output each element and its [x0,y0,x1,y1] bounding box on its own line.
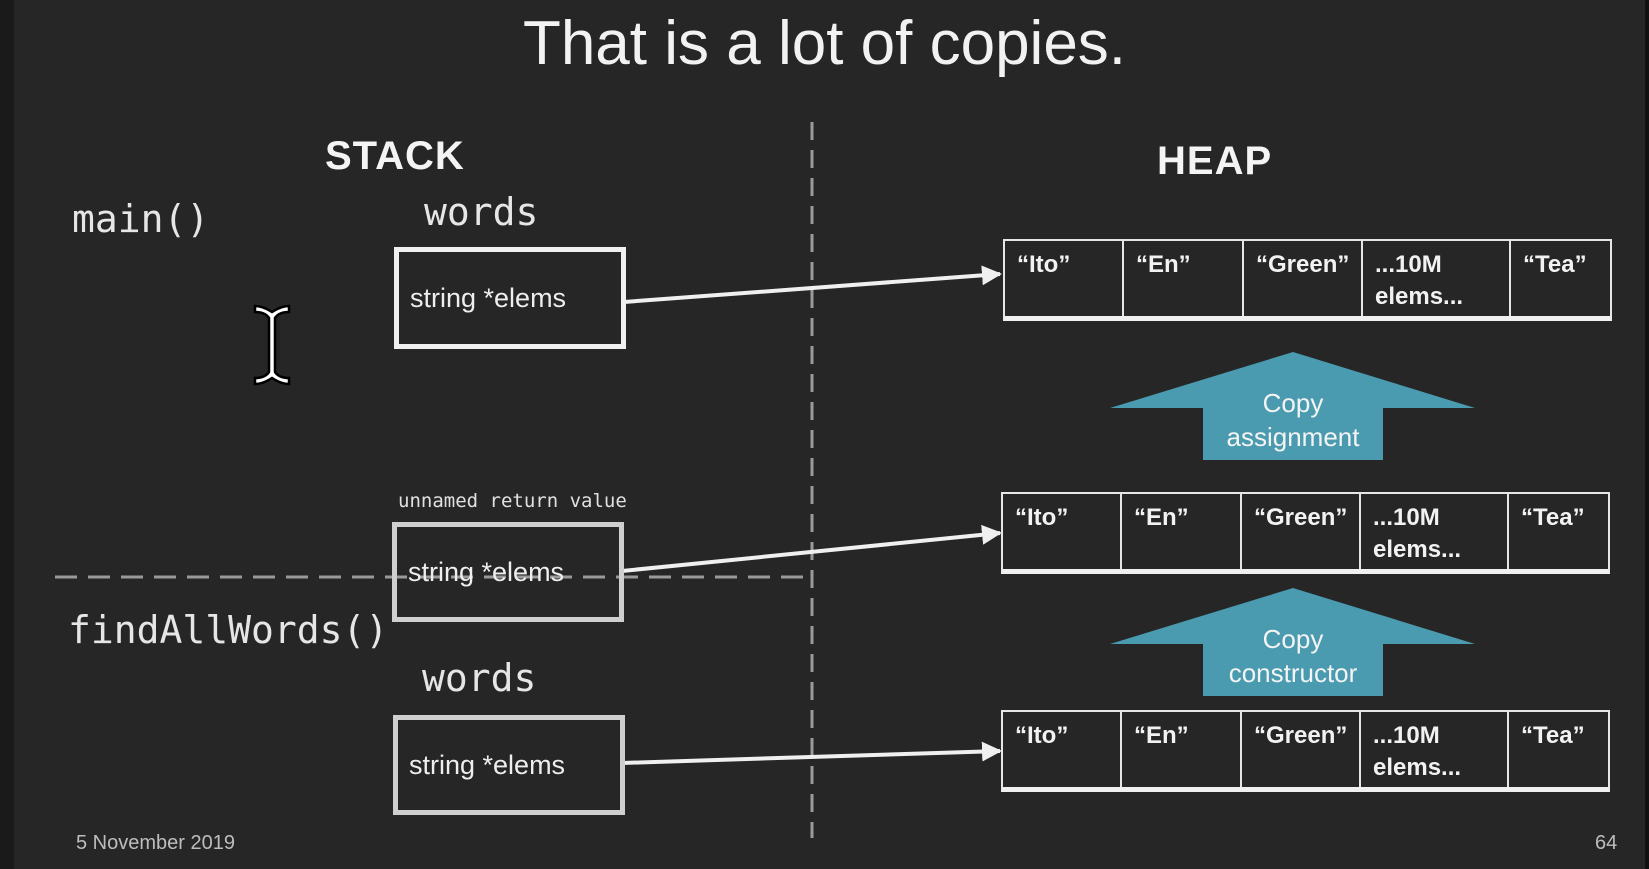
heap-header: HEAP [1157,139,1273,183]
window-edge [1645,0,1649,869]
heap-cell: “En” [1124,241,1244,316]
heap-cell: “Tea” [1523,251,1587,278]
copy-assignment-arrow-shape [1110,352,1475,460]
stack-box-main: string *elems [394,247,626,349]
frame-label-main: main() [72,197,210,241]
copy-assignment-line1: Copy [1262,388,1324,418]
heap-cell: ...10M elems... [1361,712,1509,787]
heap-cell: “Ito” [1005,241,1124,316]
heap-cell: “Ito” [1003,712,1122,787]
var-label-words-findallwords: words [422,656,537,700]
heap-cell: “Green” [1244,241,1363,316]
heap-cell: “Ito” [1003,494,1122,569]
heap-array-1: “Ito” “En” “Green” ...10M elems... “Tea” [1003,239,1612,321]
frame-label-findallwords: findAllWords() [68,608,389,652]
heap-array-2: “Ito” “En” “Green” ...10M elems... “Tea” [1001,492,1610,574]
copy-assignment-label: Copy assignment [1203,386,1383,454]
slide-title: That is a lot of copies. [522,9,1127,78]
pointer-arrow-main [623,265,1002,304]
stack-box-findallwords-text: string *elems [409,749,566,780]
stack-box-return-text: string *elems [408,556,565,587]
heap-array-3: “Ito” “En” “Green” ...10M elems... “Tea” [1001,710,1610,792]
pointer-arrow-findallwords [621,741,1002,765]
return-value-label: unnamed return value [398,490,627,512]
heap-cell: “Tea” [1521,722,1585,749]
stack-box-return: string *elems [392,522,624,622]
copy-constructor-line2: constructor [1228,658,1358,688]
copy-constructor-arrow-shape [1110,588,1475,696]
heap-cell: “Green” [1242,712,1361,787]
stack-header: STACK [325,134,465,178]
copy-assignment-line2: assignment [1226,422,1360,452]
heap-cell: “Tea” [1521,504,1585,531]
var-label-words-main: words [424,190,539,234]
copy-constructor-line1: Copy [1262,624,1324,654]
text-cursor-icon [253,304,291,386]
pointer-arrow-return [621,524,1002,573]
footer-date: 5 November 2019 [76,832,235,854]
stack-box-findallwords: string *elems [393,715,625,815]
page-number: 64 [1595,832,1618,854]
copy-constructor-label: Copy constructor [1203,622,1383,690]
heap-cell: “En” [1122,712,1242,787]
stack-box-main-text: string *elems [410,282,567,313]
heap-cell: “Green” [1242,494,1361,569]
heap-cell: ...10M elems... [1363,241,1511,316]
heap-cell: ...10M elems... [1361,494,1509,569]
heap-cell: “En” [1122,494,1242,569]
